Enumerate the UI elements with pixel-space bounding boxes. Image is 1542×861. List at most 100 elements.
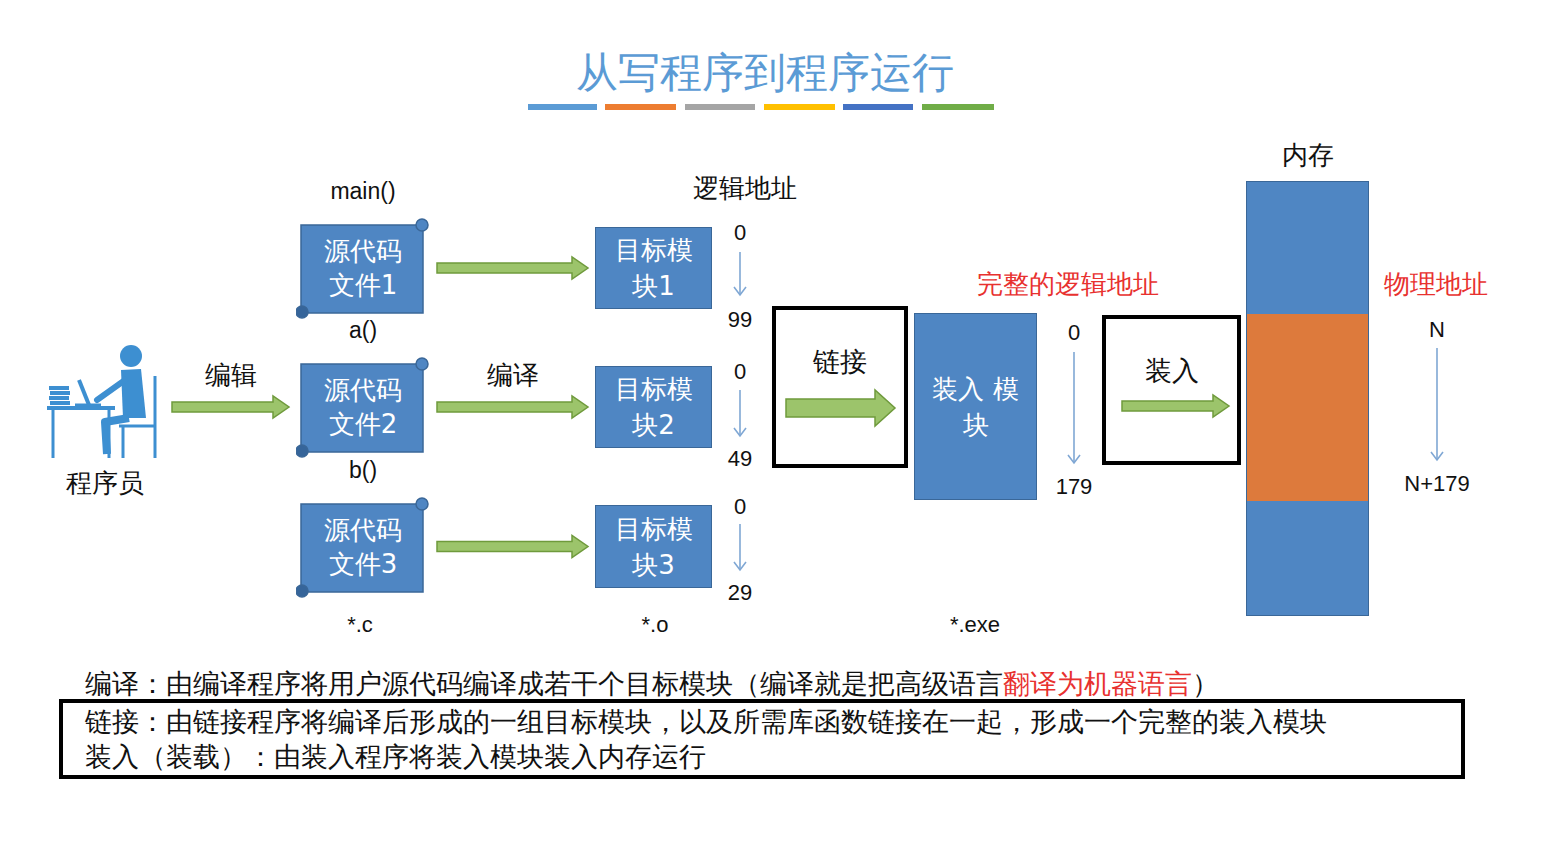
address-label: 0 (1068, 318, 1080, 348)
node-label: 装入 模块 (928, 371, 1024, 443)
note-line: 编译：由编译程序将用户源代码编译成若干个目标模块（编译就是把高级语言翻译为机器语… (85, 666, 1219, 701)
memory-band-occupied (1247, 314, 1368, 501)
laptop-screen (79, 380, 89, 405)
step-arrow-shape (786, 390, 895, 426)
person-torso (121, 369, 146, 418)
module-box: 目标模 块1 (595, 227, 712, 309)
underline-bar (685, 104, 755, 110)
module-box: 装入 模块 (914, 313, 1037, 500)
address-label: 49 (728, 444, 752, 474)
flow-arrow (437, 257, 588, 279)
address-label: *.c (347, 610, 373, 640)
chair-leg (122, 426, 125, 458)
range-arrow-line (1436, 348, 1438, 460)
node-text-stack: 目标模 块3 (596, 511, 711, 583)
source-file-scroll: b()源代码 文件3 (296, 494, 430, 600)
underline-bar (922, 104, 994, 110)
node-label: 源代码 文件2 (314, 373, 412, 441)
scroll-curl (416, 219, 428, 231)
address-heading: 物理地址 (1384, 267, 1488, 301)
note-line: 链接：由链接程序将编译后形成的一组目标模块，以及所需库函数链接在一起，形成一个完… (85, 704, 1327, 739)
module-box: 目标模 块2 (595, 366, 712, 448)
person-head (120, 345, 142, 367)
underline-bar (605, 104, 676, 110)
range-arrow-head (1068, 455, 1080, 463)
scroll-shape (296, 354, 430, 460)
note-box: 链接：由链接程序将编译后形成的一组目标模块，以及所需库函数链接在一起，形成一个完… (59, 699, 1465, 779)
flow-arrow-shape (437, 396, 588, 418)
step-arrow (1102, 315, 1241, 465)
address-label: 逻辑地址 (693, 171, 797, 205)
address-label: 29 (728, 578, 752, 608)
desk-top (47, 406, 115, 410)
node-label: 源代码 文件1 (314, 234, 412, 302)
range-arrow-line (739, 390, 741, 436)
node-text-stack: 装入 模块 (915, 371, 1036, 443)
flow-arrow-shape (437, 536, 588, 558)
edge-label: 编译 (487, 358, 539, 392)
scroll-curl (296, 306, 308, 318)
address-label: *.exe (950, 610, 1000, 640)
module-box: 目标模 块3 (595, 505, 712, 588)
desk-leg (108, 408, 111, 458)
memory-column: 内存 (1246, 181, 1369, 616)
underline-bar (528, 104, 597, 110)
underline-bar (764, 104, 835, 110)
scroll-curl (416, 498, 428, 510)
programmer-illustration (45, 338, 165, 463)
node-text-stack: 目标模 块1 (596, 232, 711, 304)
chair-back (154, 376, 157, 458)
range-arrow-head (734, 428, 746, 436)
source-file-scroll: a()源代码 文件2 (296, 354, 430, 460)
laptop-base (75, 404, 101, 407)
range-arrow-line (739, 524, 741, 570)
flow-arrow (172, 396, 289, 418)
node-label: 目标模 块1 (607, 232, 700, 304)
range-arrow-head (1431, 452, 1443, 460)
note-line: 装入（装载）：由装入程序将装入模块装入内存运行 (85, 739, 706, 774)
node-label: 装入 (1106, 353, 1237, 389)
source-file-scroll: main()源代码 文件1 (296, 215, 430, 321)
address-label: N (1429, 315, 1445, 345)
scroll-curl (296, 585, 308, 597)
node-label: 链接 (776, 344, 904, 380)
node-label: 目标模 块2 (607, 371, 700, 443)
step-arrow (772, 306, 908, 468)
node-label: 源代码 文件3 (314, 513, 412, 581)
step-frame: 装入 (1102, 315, 1241, 465)
book-stack (50, 391, 70, 395)
address-label: 99 (728, 305, 752, 335)
node-text-stack: 目标模 块2 (596, 371, 711, 443)
edge-label: 编辑 (205, 358, 257, 392)
book-stack (49, 396, 69, 400)
flow-arrow-shape (437, 257, 588, 279)
memory-heading: 内存 (1227, 138, 1388, 172)
scroll-shape (296, 494, 430, 600)
address-label: 0 (734, 218, 746, 248)
range-arrow-line (739, 252, 741, 295)
node-label: 程序员 (15, 466, 195, 500)
programmer-figure: 程序员 (45, 338, 165, 500)
range-arrow-head (734, 287, 746, 295)
address-label: 0 (734, 357, 746, 387)
flow-arrow-shape (172, 396, 289, 418)
desk-leg (52, 408, 55, 458)
scroll-body (301, 364, 423, 452)
underline-bar (843, 104, 913, 110)
highlight-text: 翻译为机器语言 (1003, 668, 1192, 699)
node-label: 目标模 块3 (607, 511, 700, 583)
step-arrow-shape (1122, 395, 1229, 417)
function-heading: b() (256, 454, 470, 486)
title-underline (528, 104, 994, 110)
book-stack (50, 401, 70, 405)
note-text: 编译：由编译程序将用户源代码编译成若干个目标模块（编译就是把高级语言 (85, 668, 1003, 699)
range-arrow-line (1073, 352, 1075, 463)
scroll-body (301, 504, 423, 592)
note-text: ） (1192, 668, 1219, 699)
address-label: N+179 (1404, 469, 1469, 499)
address-heading: 完整的逻辑地址 (977, 267, 1159, 301)
range-arrow-head (734, 562, 746, 570)
scroll-curl (296, 445, 308, 457)
